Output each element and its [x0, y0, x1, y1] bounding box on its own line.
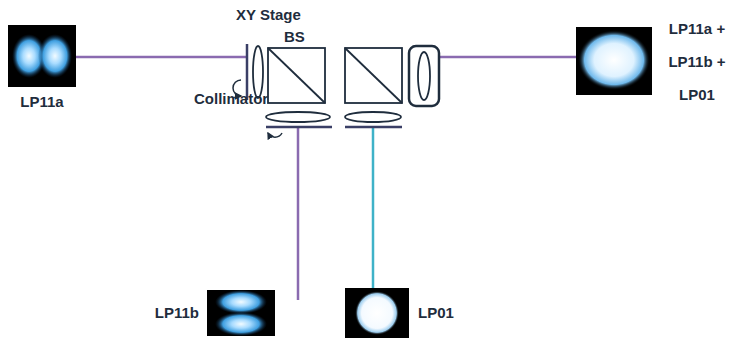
beam-splitter [268, 48, 325, 103]
mode-label: LP01 [418, 304, 454, 322]
lens-housing [409, 46, 439, 106]
xy-stage [266, 126, 332, 129]
part-name: Collimator [194, 90, 268, 108]
mode-image [345, 288, 409, 338]
mode-lobe [38, 34, 72, 78]
mode-image: LP01 [345, 288, 409, 338]
lens [418, 52, 430, 100]
mode-label: LP11b [155, 304, 199, 322]
lens [266, 112, 330, 122]
mode-lobe [215, 290, 267, 314]
beam-splitter [345, 48, 402, 103]
mode-spot [578, 30, 650, 90]
mode-spot [355, 291, 399, 335]
lens [345, 112, 401, 122]
beam [440, 56, 576, 59]
mode-label: LP11a [20, 93, 63, 111]
part-name: XY Stage [236, 6, 301, 24]
mode-image [576, 27, 652, 95]
beam [76, 56, 247, 59]
beam-splitter [268, 48, 325, 103]
beam [297, 128, 300, 300]
mode-image [8, 25, 76, 87]
mode-lobe [215, 312, 267, 336]
beam-splitter [345, 48, 402, 103]
part-name: BS [284, 28, 305, 46]
mode-image: LP11b [207, 290, 275, 336]
mode-image: LP11a + LP11b + LP01 [576, 27, 652, 95]
rotation-arrow [268, 133, 282, 137]
mode-image [207, 290, 275, 336]
xy-stage [345, 126, 402, 129]
mode-label: LP11a + LP11b + LP01 [664, 12, 730, 111]
mode-image: LP11a [8, 25, 76, 87]
beam [372, 128, 375, 288]
